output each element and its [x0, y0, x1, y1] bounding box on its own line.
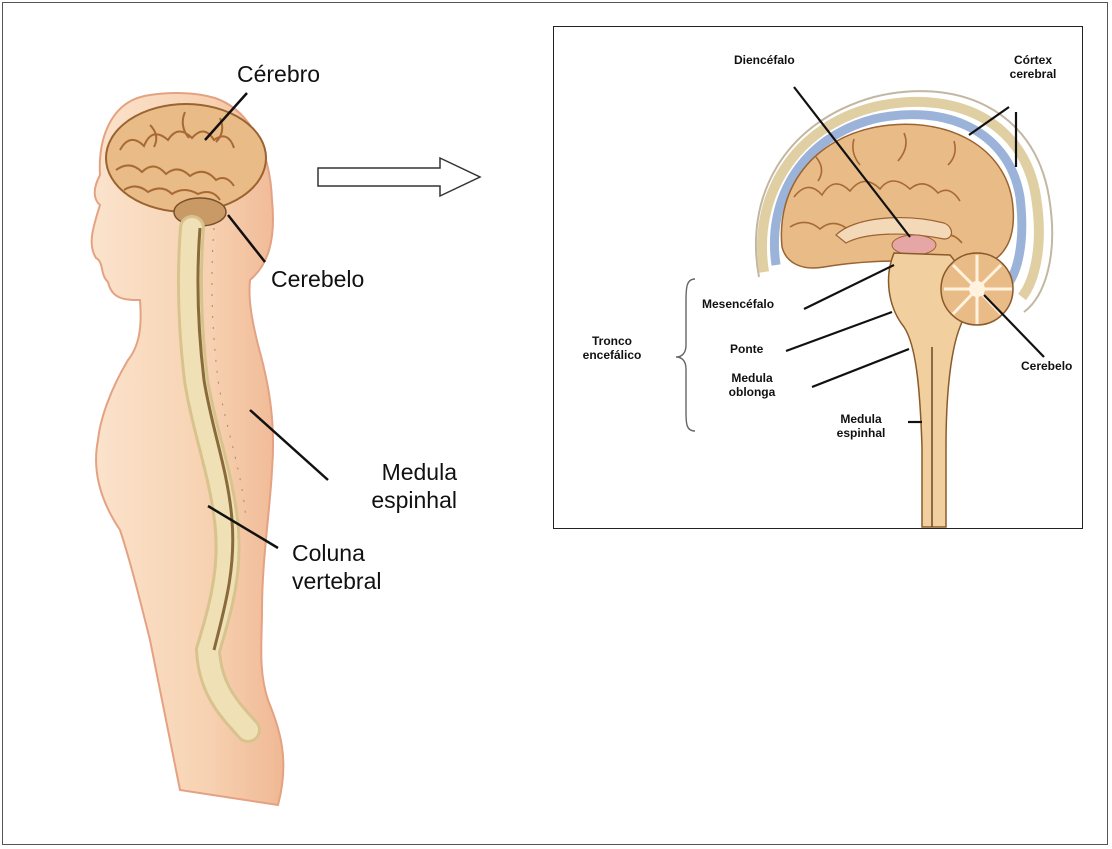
leader-mesencefalo — [804, 265, 894, 309]
label-medula-oblonga-line1: Medula — [712, 372, 792, 386]
brace-icon — [676, 279, 695, 431]
label-cerebelo: Cerebelo — [271, 266, 364, 294]
label-medula-detail-line1: Medula — [816, 413, 906, 427]
label-coluna-line1: Coluna — [292, 540, 381, 568]
label-medula-oblonga: Medula oblonga — [712, 372, 792, 400]
label-ponte: Ponte — [730, 343, 763, 357]
label-tronco-encefalico: Tronco encefálico — [562, 335, 662, 363]
leader-cerebelo — [984, 295, 1044, 357]
leader-ponte — [786, 312, 892, 351]
label-espinhal-line2: espinhal — [347, 487, 457, 515]
brain-detail-panel: Diencéfalo Córtex cerebral Mesencéfalo T… — [553, 26, 1083, 529]
brain-icon — [106, 104, 266, 212]
label-encefalico-line2: encefálico — [562, 349, 662, 363]
label-cerebro: Cérebro — [237, 61, 320, 89]
label-cortex-line1: Córtex — [998, 54, 1068, 68]
label-diencefalo: Diencéfalo — [734, 54, 795, 68]
brain-sagittal-illustration — [554, 27, 1083, 529]
label-medula-espinhal-detail: Medula espinhal — [816, 413, 906, 441]
label-espinhal-detail-line2: espinhal — [816, 427, 906, 441]
label-cerebral-line2: cerebral — [998, 68, 1068, 82]
label-medula-line1: Medula — [347, 459, 457, 487]
label-coluna-vertebral: Coluna vertebral — [292, 540, 381, 595]
label-cortex-cerebral: Córtex cerebral — [998, 54, 1068, 82]
label-oblonga-line2: oblonga — [712, 386, 792, 400]
label-vertebral-line2: vertebral — [292, 568, 381, 596]
body-illustration — [0, 0, 560, 849]
label-cerebelo-detail: Cerebelo — [1021, 360, 1072, 374]
label-tronco-line1: Tronco — [562, 335, 662, 349]
label-mesencefalo: Mesencéfalo — [702, 298, 774, 312]
leader-medula-oblonga — [812, 349, 909, 387]
label-medula-espinhal: Medula espinhal — [347, 459, 457, 514]
